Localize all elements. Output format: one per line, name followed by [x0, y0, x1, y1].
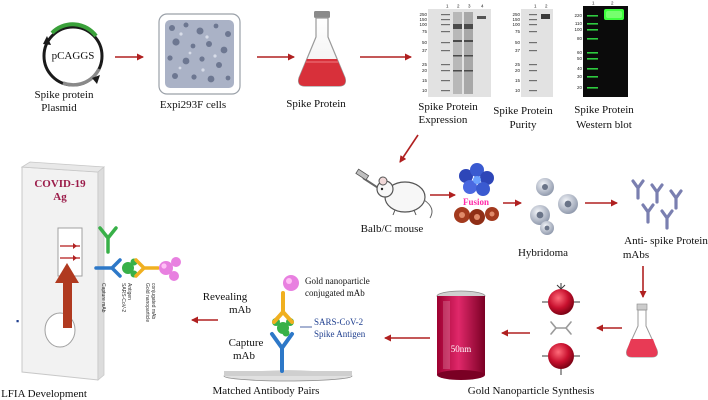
svg-text:150: 150	[419, 17, 427, 22]
strip-capture-label: Capture mAb	[100, 283, 106, 313]
matched-pairs-caption: Matched Antibody Pairs	[213, 385, 320, 397]
cassette-title-line1: COVID-19	[34, 178, 86, 190]
svg-text:10: 10	[422, 88, 428, 93]
svg-text:75: 75	[422, 29, 428, 34]
revealing-label-line1: Revealing	[203, 291, 248, 303]
capture-label-line1: Capture	[229, 337, 264, 349]
cells-micrograph	[158, 13, 241, 95]
svg-text:30: 30	[577, 74, 583, 79]
gold-colloid-vial	[436, 290, 486, 380]
gold-conjugate-label-line1: Gold nanoparticle	[305, 276, 370, 286]
strip-antigen-label-line2: Antigen	[126, 283, 132, 300]
expression-gel: 1 2 3 4 250 150 100 75 50 37 25 20 15 10	[419, 4, 491, 97]
svg-text:2: 2	[611, 1, 614, 6]
plasmid-caption-line1: Spike protein	[35, 89, 94, 101]
spike-antigen-label-line1: SARS-CoV-2	[314, 317, 363, 327]
svg-text:15: 15	[422, 78, 428, 83]
svg-text:37: 37	[422, 48, 428, 53]
svg-text:250: 250	[512, 12, 520, 17]
gold-conjugate-label-line2: conjugated mAb	[305, 288, 365, 298]
purity-gel: 1 2 250 150 100 75 50 37 25 20 15 10	[512, 4, 553, 97]
lfia-caption: LFIA Development	[1, 388, 87, 400]
svg-text:150: 150	[512, 17, 520, 22]
mabs-caption-line1: Anti- spike Protein	[624, 235, 708, 247]
western-blot: 1 2 220 110 100 80 60 50 40 30 20	[574, 1, 628, 97]
small-flask	[626, 303, 658, 358]
revealing-antibody	[272, 291, 294, 324]
flow-arrow-head	[55, 263, 79, 283]
expression-caption-line1: Spike Protein	[418, 101, 478, 113]
svg-text:80: 80	[577, 36, 583, 41]
lfia-cassette: ▪	[16, 161, 106, 381]
svg-text:40: 40	[577, 66, 583, 71]
matched-antibody-pair	[223, 275, 353, 382]
svg-text:110: 110	[575, 21, 583, 26]
svg-text:20: 20	[422, 68, 428, 73]
svg-text:50: 50	[577, 56, 583, 61]
revealing-label-line2: mAb	[229, 304, 252, 316]
capture-label-line2: mAb	[233, 350, 256, 362]
svg-text:100: 100	[574, 27, 582, 32]
svg-text:220: 220	[574, 13, 582, 18]
spike-antigen-label-line2: Spike Antigen	[314, 329, 366, 339]
svg-text:100: 100	[419, 22, 427, 27]
strip-gold-label-line2: conjugated mAb	[150, 283, 156, 319]
strip-antibody-illustration	[94, 226, 181, 281]
svg-text:2: 2	[545, 4, 548, 9]
svg-text:37: 37	[515, 48, 521, 53]
capture-antibody	[270, 332, 294, 373]
svg-text:▪: ▪	[16, 316, 19, 326]
balb-c-mouse	[355, 168, 433, 219]
mabs-caption-line2: mAbs	[623, 249, 649, 261]
plasmid-insert-arc	[50, 22, 98, 38]
svg-text:2: 2	[457, 4, 460, 9]
culture-flask	[298, 11, 346, 87]
svg-text:20: 20	[515, 68, 521, 73]
spike-protein-caption: Spike Protein	[286, 98, 346, 110]
cassette-title-line2: Ag	[53, 191, 67, 203]
svg-text:25: 25	[515, 62, 521, 67]
hybridoma-cells	[530, 178, 578, 235]
svg-text:1: 1	[446, 4, 449, 9]
svg-text:10: 10	[515, 88, 521, 93]
svg-text:250: 250	[419, 12, 427, 17]
svg-text:1: 1	[534, 4, 537, 9]
svg-text:15: 15	[515, 78, 521, 83]
svg-text:3: 3	[468, 4, 471, 9]
plasmid-name: pCAGGS	[52, 50, 95, 62]
plasmid-figure: pCAGGS	[42, 22, 104, 87]
hybridoma-caption: Hybridoma	[518, 247, 568, 259]
svg-text:20: 20	[577, 85, 583, 90]
western-caption-line2: Western blot	[576, 119, 632, 131]
vial-size-label: 50nm	[451, 344, 472, 354]
purity-caption-line2: Purity	[510, 119, 537, 131]
gold-nanoparticles	[542, 283, 580, 375]
svg-text:75: 75	[515, 29, 521, 34]
mouse-caption: Balb/C mouse	[361, 223, 424, 235]
western-caption-line1: Spike Protein	[574, 104, 634, 116]
svg-text:60: 60	[577, 50, 583, 55]
fusion-label: Fusion	[463, 197, 489, 207]
purity-caption-line1: Spike Protein	[493, 105, 553, 117]
arrow-gel-to-mouse	[399, 134, 419, 163]
expression-caption-line2: Expression	[419, 114, 468, 126]
strip-antigen-label-line1: SARS-CoV-2	[120, 283, 126, 312]
flow-arrow-shaft	[63, 280, 72, 328]
svg-text:25: 25	[422, 62, 428, 67]
cells-caption: Expi293F cells	[160, 99, 226, 111]
gold-synthesis-caption: Gold Nanoparticle Synthesis	[468, 385, 594, 397]
cell-fusion	[454, 163, 499, 225]
svg-text:1: 1	[592, 1, 595, 6]
strip-gold-label-line1: Gold nanoparticle	[144, 283, 150, 322]
svg-text:50: 50	[515, 40, 521, 45]
svg-text:50: 50	[422, 40, 428, 45]
svg-text:4: 4	[481, 4, 484, 9]
svg-text:100: 100	[512, 22, 520, 27]
antibody-cluster	[631, 179, 683, 230]
plasmid-caption-line2: Plasmid	[41, 102, 77, 114]
